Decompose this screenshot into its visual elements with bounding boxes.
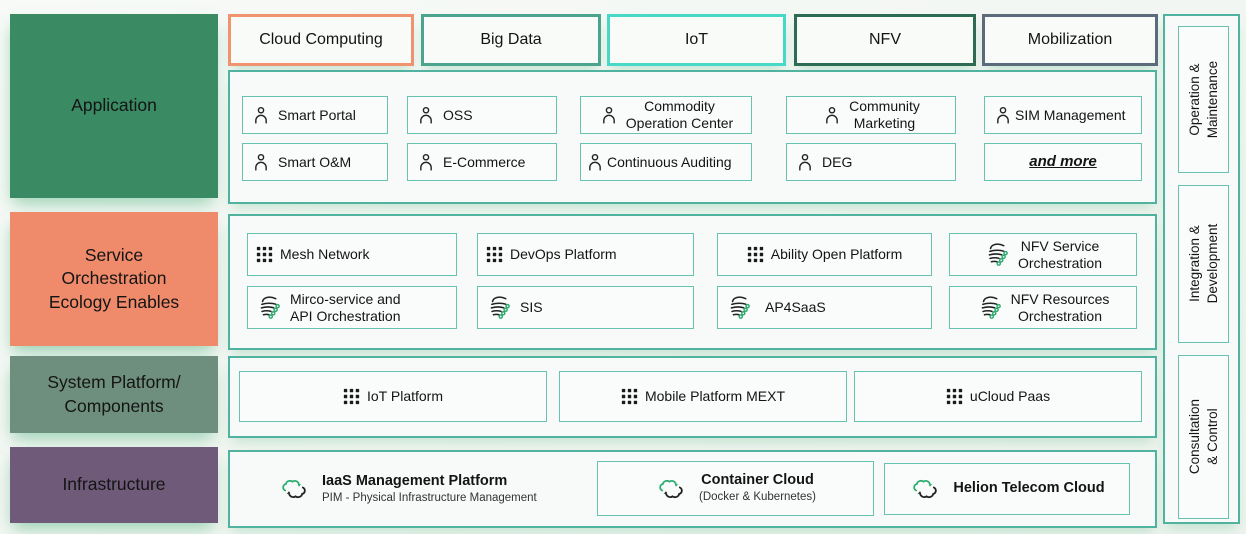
- app-item-sim-management: SIM Management: [984, 96, 1142, 134]
- sys-item-label: IoT Platform: [367, 388, 443, 405]
- grid-icon: [747, 246, 764, 263]
- sys-item-iot-platform: IoT Platform: [239, 371, 547, 422]
- side-item-label: Consultation & Control: [1186, 399, 1220, 475]
- inf-item-subtitle: PIM - Physical Infrastructure Management: [322, 491, 537, 504]
- svc-item-mesh-network: Mesh Network: [247, 233, 457, 276]
- app-item-label: OSS: [443, 106, 473, 123]
- side-rail: Operation & Maintenance Integration & De…: [1163, 14, 1240, 524]
- app-item-smart-portal: Smart Portal: [242, 96, 388, 134]
- app-item-and-more: and more: [984, 143, 1142, 181]
- svc-item-mirco-service-api-orchestration: Mirco-service and API Orchestration: [247, 286, 457, 329]
- svc-item-label: AP4SaaS: [765, 299, 826, 316]
- inf-item-iaas-management-platform: IaaS Management Platform PIM - Physical …: [270, 461, 545, 517]
- category-cloud-computing: Cloud Computing: [228, 14, 414, 66]
- infrastructure-container: IaaS Management Platform PIM - Physical …: [228, 450, 1157, 528]
- app-item-commodity-operation-center: Commodity Operation Center: [580, 96, 752, 134]
- svc-item-ap4saas: AP4SaaS: [717, 286, 932, 329]
- side-item-label: Operation & Maintenance: [1186, 60, 1220, 139]
- inf-item-subtitle: (Docker & Kubernetes): [699, 491, 816, 504]
- inf-item-title: IaaS Management Platform: [322, 472, 508, 489]
- inf-item-helion-telecom-cloud: Helion Telecom Cloud: [884, 463, 1130, 515]
- cloud-sync-icon: [278, 477, 310, 501]
- person-icon: [795, 152, 815, 172]
- orchestration-icon: [486, 294, 513, 321]
- person-icon: [993, 105, 1013, 125]
- side-item-integration-development: Integration & Development: [1178, 185, 1229, 343]
- person-icon: [416, 152, 436, 172]
- svc-item-label: Ability Open Platform: [770, 246, 903, 263]
- cloud-sync-icon: [909, 477, 941, 501]
- orchestration-icon: [726, 294, 753, 321]
- app-item-e-commerce: E-Commerce: [407, 143, 557, 181]
- svc-item-ability-open-platform: Ability Open Platform: [717, 233, 932, 276]
- svc-item-label: NFV Service Orchestration: [1017, 237, 1103, 271]
- inf-item-title: Helion Telecom Cloud: [953, 480, 1105, 497]
- svc-item-nfv-resources-orchestration: NFV Resources Orchestration: [949, 286, 1137, 329]
- sys-item-label: uCloud Paas: [969, 388, 1051, 405]
- app-item-oss: OSS: [407, 96, 557, 134]
- grid-icon: [946, 388, 963, 405]
- person-icon: [416, 105, 436, 125]
- system-platform-container: IoT Platform Mobile Platform MEXT uCloud…: [228, 356, 1157, 438]
- svc-item-devops-platform: DevOps Platform: [477, 233, 694, 276]
- app-item-label: Smart O&M: [278, 153, 352, 170]
- svc-item-label: NFV Resources Orchestration: [1010, 290, 1110, 324]
- app-item-label: and more: [1029, 153, 1097, 171]
- app-item-community-marketing: Community Marketing: [786, 96, 956, 134]
- category-mobilization: Mobilization: [982, 14, 1158, 66]
- svc-item-label: Mesh Network: [280, 246, 370, 263]
- app-item-continuous-auditing: Continuous Auditing: [580, 143, 752, 181]
- grid-icon: [343, 388, 360, 405]
- person-icon: [599, 105, 619, 125]
- sys-item-ucloud-paas: uCloud Paas: [854, 371, 1142, 422]
- cloud-sync-icon: [655, 477, 687, 501]
- application-container: Smart Portal OSS Commodity Operation Cen…: [228, 70, 1157, 204]
- category-nfv: NFV: [794, 14, 976, 66]
- person-icon: [251, 105, 271, 125]
- svc-item-label: DevOps Platform: [510, 246, 617, 263]
- app-item-label: Community Marketing: [849, 98, 920, 131]
- sys-item-mobile-platform-mext: Mobile Platform MEXT: [559, 371, 847, 422]
- layer-label-system-platform: System Platform/ Components: [10, 356, 218, 433]
- app-item-label: E-Commerce: [443, 153, 526, 170]
- inf-item-container-cloud: Container Cloud (Docker & Kubernetes): [597, 461, 874, 516]
- side-item-consultation-control: Consultation & Control: [1178, 355, 1229, 519]
- app-item-label: DEG: [822, 153, 853, 170]
- category-big-data: Big Data: [421, 14, 601, 66]
- svc-item-sis: SIS: [477, 286, 694, 329]
- sys-item-label: Mobile Platform MEXT: [644, 388, 786, 405]
- svc-item-label: SIS: [520, 299, 543, 316]
- side-item-label: Integration & Development: [1186, 224, 1220, 304]
- layer-label-application: Application: [10, 14, 218, 198]
- category-iot: IoT: [607, 14, 786, 66]
- app-item-label: Continuous Auditing: [607, 153, 732, 170]
- svc-item-nfv-service-orchestration: NFV Service Orchestration: [949, 233, 1137, 276]
- person-icon: [585, 152, 605, 172]
- orchestration-icon: [256, 294, 283, 321]
- person-icon: [251, 152, 271, 172]
- app-item-label: Commodity Operation Center: [625, 98, 734, 131]
- app-item-label: Smart Portal: [278, 106, 356, 123]
- grid-icon: [621, 388, 638, 405]
- orchestration-icon: [977, 294, 1004, 321]
- layer-label-infrastructure: Infrastructure: [10, 447, 218, 523]
- grid-icon: [256, 246, 273, 263]
- service-orchestration-container: Mesh Network DevOps Platform Ability Ope…: [228, 214, 1157, 350]
- app-item-label: SIM Management: [1015, 106, 1126, 123]
- inf-item-title: Container Cloud: [701, 472, 814, 489]
- orchestration-icon: [984, 241, 1011, 268]
- app-item-deg: DEG: [786, 143, 956, 181]
- svc-item-label: Mirco-service and API Orchestration: [290, 290, 401, 324]
- person-icon: [822, 105, 842, 125]
- app-item-smart-om: Smart O&M: [242, 143, 388, 181]
- layer-label-service-orchestration: Service Orchestration Ecology Enables: [10, 212, 218, 346]
- grid-icon: [486, 246, 503, 263]
- side-item-operation-maintenance: Operation & Maintenance: [1178, 26, 1229, 173]
